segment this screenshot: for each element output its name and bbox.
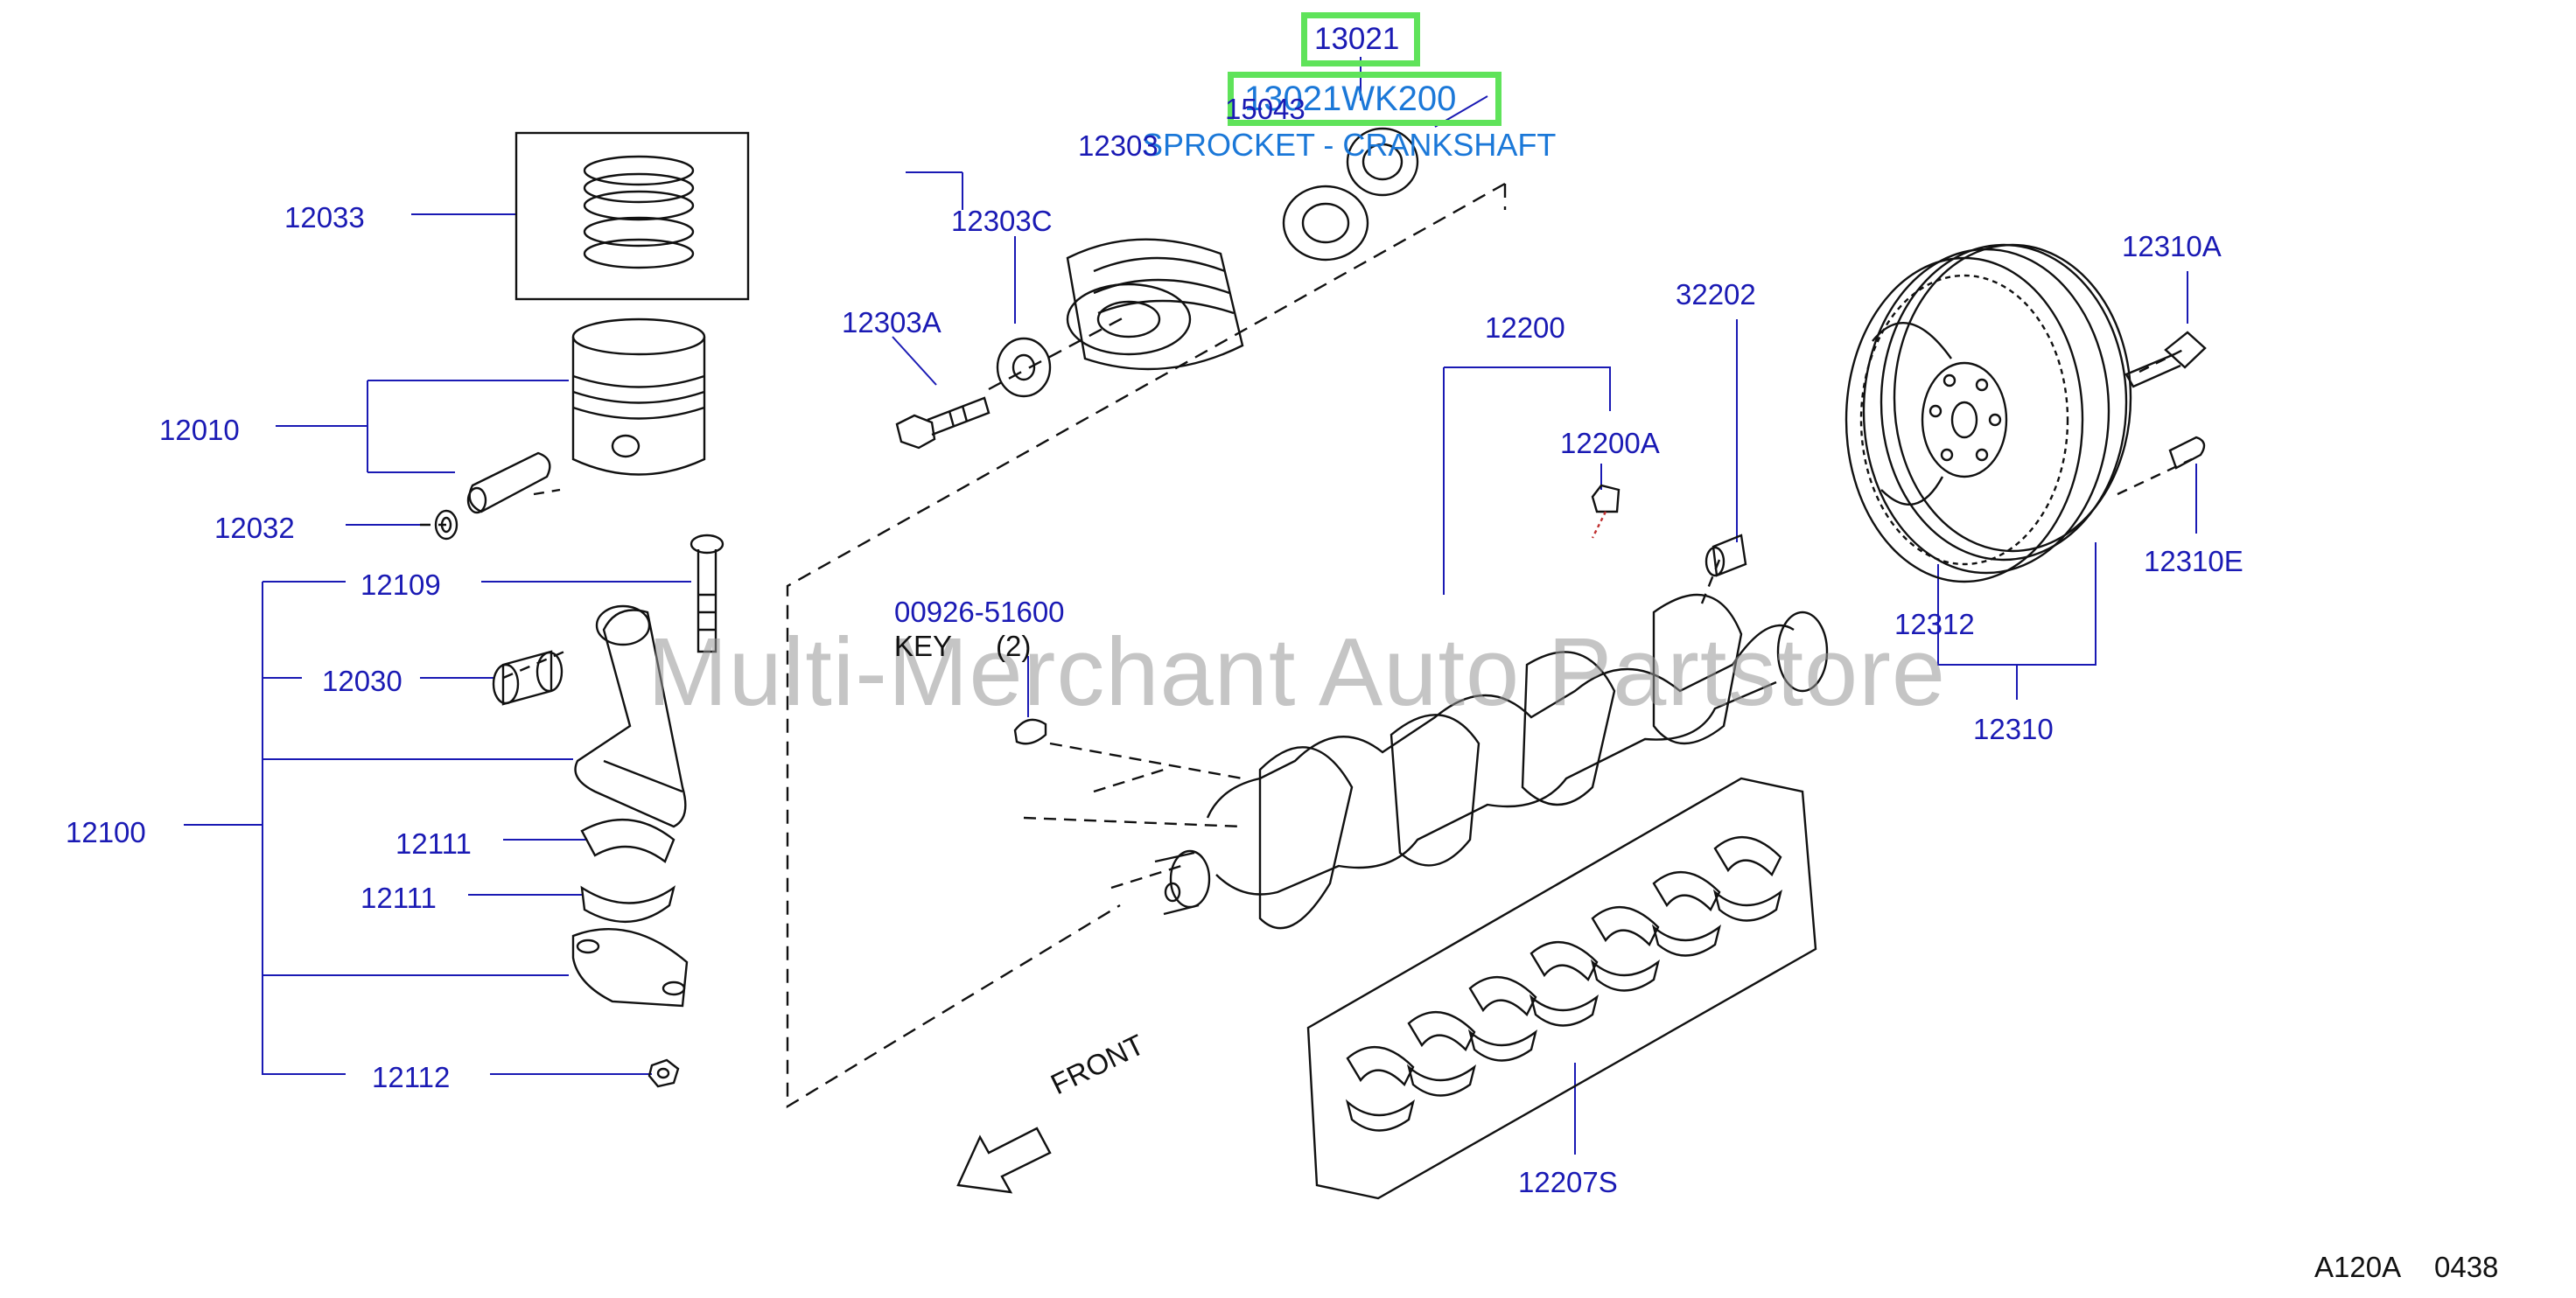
dashed-frame bbox=[786, 182, 1506, 1109]
watermark: Multi-Merchant Auto Partstore bbox=[648, 618, 1947, 726]
leader-12303A bbox=[892, 336, 937, 386]
woodruff-key bbox=[1013, 718, 1047, 745]
diagram-ref-number: 0438 bbox=[2434, 1251, 2499, 1283]
oil-pump-gear bbox=[1282, 185, 1369, 262]
front-arrow bbox=[956, 1127, 1052, 1194]
conrod-bearing-upper bbox=[580, 818, 676, 863]
bracket-12310 bbox=[1937, 542, 2096, 666]
pulley-washer bbox=[996, 337, 1052, 398]
highlight-part-code[interactable]: 13021WK200 bbox=[1244, 80, 1457, 118]
label-12207S[interactable]: 12207S bbox=[1518, 1166, 1618, 1198]
snap-ring bbox=[434, 509, 458, 541]
label-12312[interactable]: 12312 bbox=[1894, 608, 1975, 640]
diagram-ref-code: A120A bbox=[2314, 1251, 2402, 1283]
label-12310E[interactable]: 12310E bbox=[2144, 545, 2244, 577]
label-12200A[interactable]: 12200A bbox=[1560, 427, 1660, 459]
label-12030[interactable]: 12030 bbox=[322, 665, 402, 697]
label-15043[interactable]: 15043 bbox=[1225, 93, 1306, 125]
input-shaft-bushing bbox=[1712, 534, 1747, 577]
label-12033[interactable]: 12033 bbox=[284, 201, 365, 234]
flywheel-bolt bbox=[2164, 331, 2207, 369]
label-12100[interactable]: 12100 bbox=[66, 816, 146, 848]
label-12303[interactable]: 12303 bbox=[1078, 129, 1158, 162]
bracket-12100 bbox=[262, 582, 346, 1075]
conrod-bearing-lower bbox=[580, 885, 676, 924]
label-12112[interactable]: 12112 bbox=[372, 1061, 451, 1093]
label-32202[interactable]: 32202 bbox=[1676, 278, 1756, 311]
crank-pulley bbox=[1066, 238, 1244, 371]
highlight-description: SPROCKET - CRANKSHAFT bbox=[1142, 127, 1557, 163]
connecting-rod bbox=[574, 609, 687, 828]
label-12310[interactable]: 12310 bbox=[1973, 713, 2054, 745]
label-12109[interactable]: 12109 bbox=[360, 569, 441, 601]
label-12010[interactable]: 12010 bbox=[159, 414, 240, 446]
label-12200[interactable]: 12200 bbox=[1485, 311, 1565, 344]
label-12032[interactable]: 12032 bbox=[214, 512, 295, 544]
label-12310A[interactable]: 12310A bbox=[2122, 230, 2222, 262]
label-key: KEY bbox=[894, 630, 953, 662]
highlight-box-part-code bbox=[1228, 72, 1502, 126]
label-12111-lower[interactable]: 12111 bbox=[360, 882, 437, 914]
pulley-bolt bbox=[895, 414, 936, 450]
rod-nut bbox=[648, 1058, 680, 1088]
conrod-bolt bbox=[690, 534, 724, 555]
main-bearing-box bbox=[1306, 777, 1817, 1200]
rod-cap bbox=[571, 927, 689, 1008]
pilot-bushing bbox=[1591, 484, 1620, 513]
main-bearing-shells bbox=[1345, 836, 1782, 1132]
piston-pin bbox=[468, 451, 551, 513]
crankshaft-sprocket bbox=[1346, 127, 1419, 197]
label-12111-upper[interactable]: 12111 bbox=[396, 827, 472, 860]
label-12303C[interactable]: 12303C bbox=[951, 205, 1053, 237]
piston-top bbox=[571, 318, 706, 356]
label-key-quantity: (2) bbox=[996, 630, 1032, 662]
label-12303A[interactable]: 12303A bbox=[842, 306, 942, 338]
highlight-part-number[interactable]: 13021 bbox=[1314, 22, 1400, 56]
flywheel-dowel bbox=[2168, 436, 2206, 470]
highlight-box-part-number bbox=[1301, 12, 1420, 66]
piston-ring-box bbox=[514, 131, 750, 301]
label-00926-51600[interactable]: 00926-51600 bbox=[894, 596, 1065, 628]
